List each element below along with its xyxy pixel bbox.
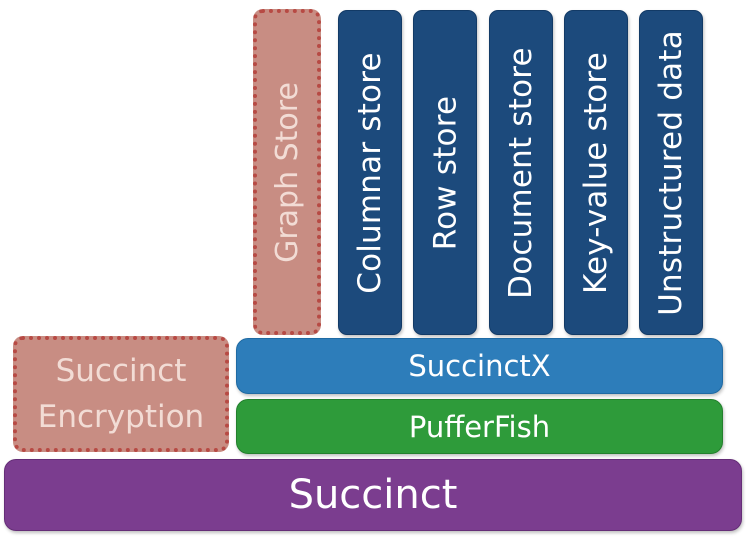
succinct-encryption-line2: Encryption	[37, 399, 205, 435]
key-value-store-block: Key-value store	[564, 10, 628, 335]
succinctx-layer: SuccinctX	[236, 338, 723, 394]
pufferfish-layer: PufferFish	[236, 399, 723, 454]
row-store-block: Row store	[413, 10, 477, 335]
row-store-label: Row store	[427, 95, 463, 250]
unstructured-data-block: Unstructured data	[639, 10, 703, 335]
graph-store-label: Graph Store	[269, 81, 305, 263]
succinct-label: Succinct	[288, 472, 458, 518]
document-store-block: Document store	[489, 10, 553, 335]
key-value-store-label: Key-value store	[578, 51, 615, 294]
graph-store-block: Graph Store	[253, 9, 321, 335]
succinct-encryption-block: Succinct Encryption	[13, 336, 229, 452]
succinct-encryption-line1: Succinct	[55, 353, 187, 389]
columnar-store-block: Columnar store	[338, 10, 402, 335]
succinct-layer: Succinct	[4, 459, 742, 531]
pufferfish-label: PufferFish	[408, 409, 551, 444]
document-store-label: Document store	[503, 46, 540, 299]
unstructured-data-label: Unstructured data	[653, 29, 689, 316]
columnar-store-label: Columnar store	[352, 51, 388, 294]
succinctx-label: SuccinctX	[408, 349, 551, 383]
